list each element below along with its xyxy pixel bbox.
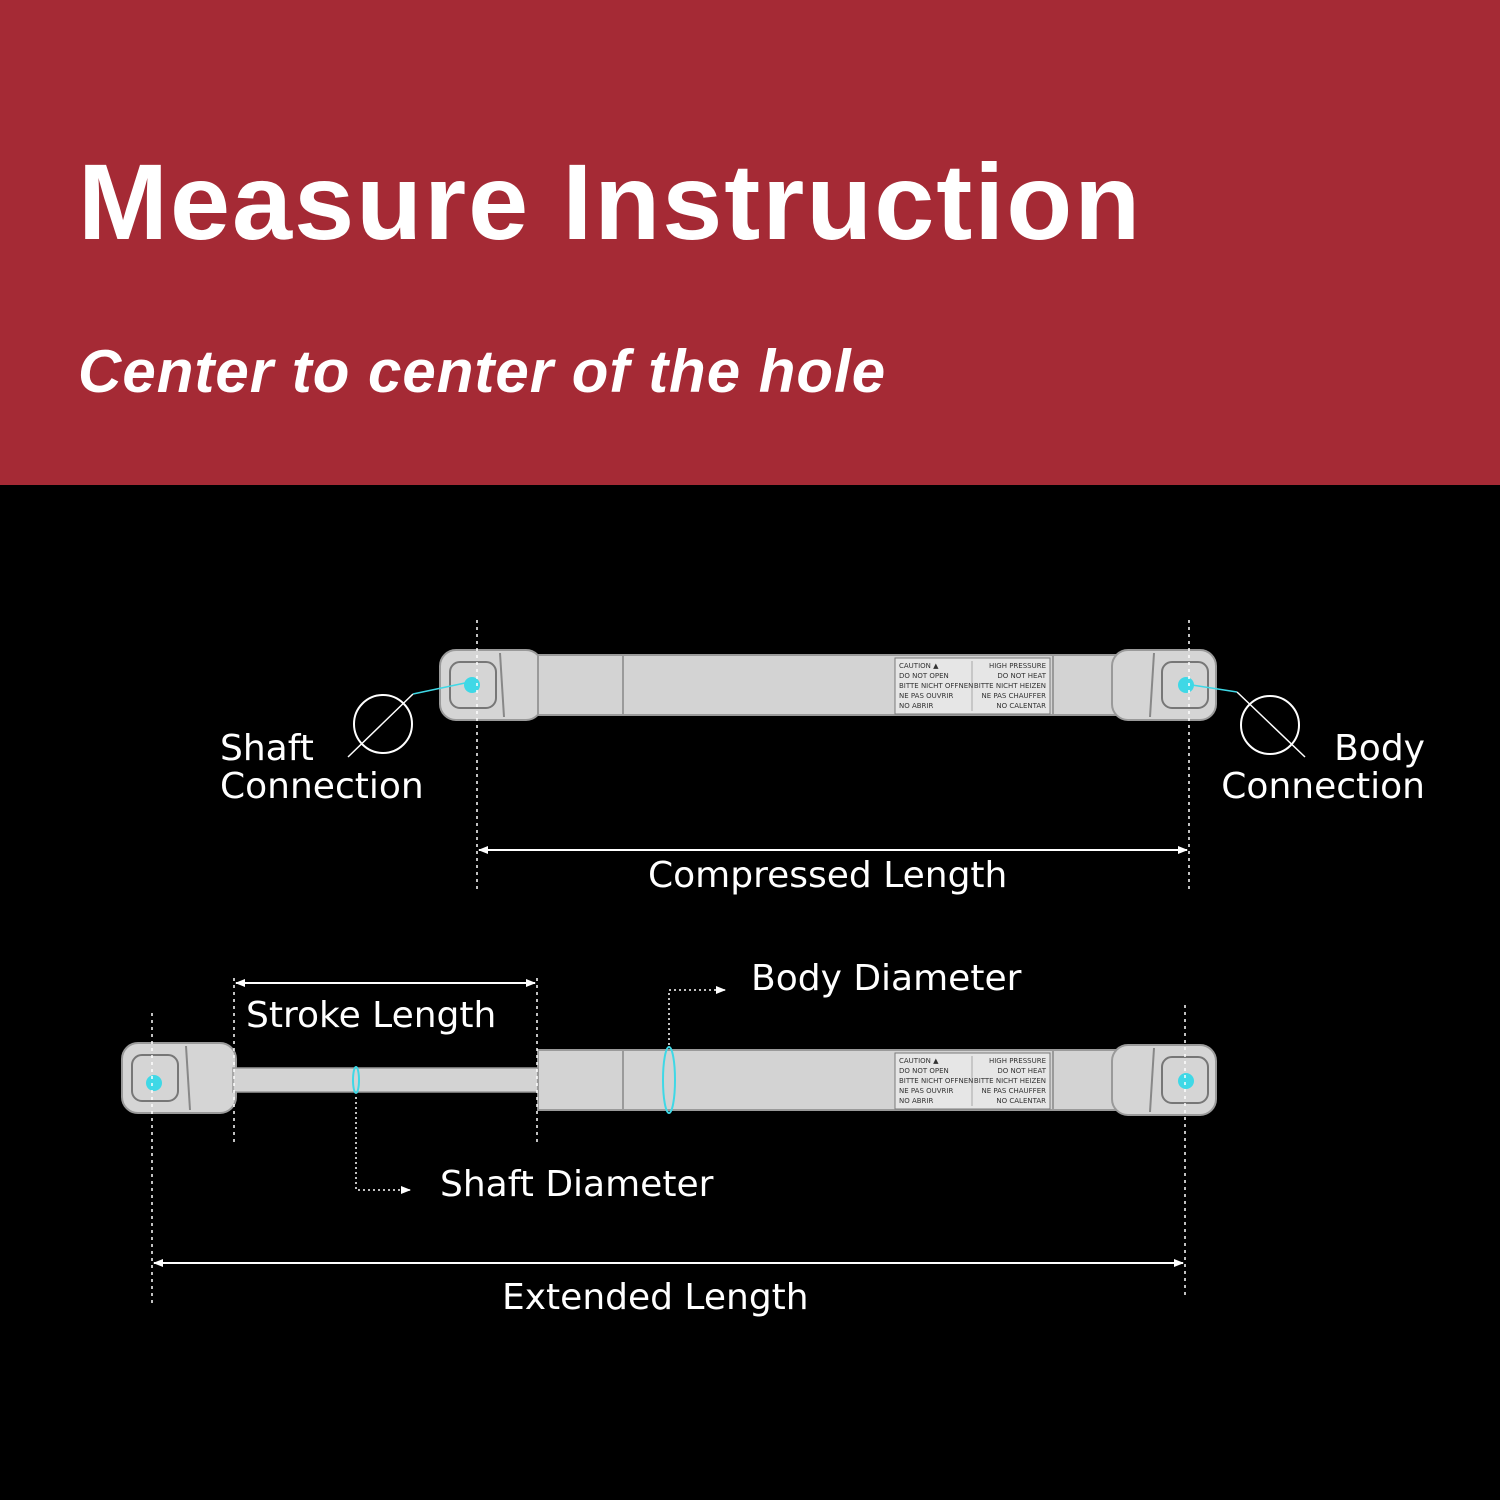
gas-strut-diagram: CAUTION ▲ DO NOT OPEN BITTE NICHT OFFNEN… bbox=[121, 620, 1306, 1305]
caution-label: CAUTION ▲ DO NOT OPEN BITTE NICHT OFFNEN… bbox=[894, 1052, 1051, 1110]
caution-text: DO NOT HEAT bbox=[997, 672, 1046, 680]
compressed-strut: CAUTION ▲ DO NOT OPEN BITTE NICHT OFFNEN… bbox=[439, 649, 1217, 721]
shaft-hole-center bbox=[146, 1075, 162, 1091]
caution-text: NE PAS CHAUFFER bbox=[981, 1087, 1046, 1095]
shaft-diameter-marker bbox=[352, 1066, 360, 1094]
caution-text: BITTE NICHT HEIZEN bbox=[974, 1077, 1046, 1085]
stroke-length-label: Stroke Length bbox=[246, 995, 497, 1036]
shaft-connection-label-line2: Connection bbox=[220, 765, 424, 807]
caution-text: NE PAS CHAUFFER bbox=[981, 692, 1046, 700]
caution-text: DO NOT OPEN bbox=[899, 1067, 949, 1075]
body-connection-label: Body Connection bbox=[1200, 730, 1425, 806]
shaft-diameter-leader bbox=[355, 1097, 411, 1194]
caution-text: NO ABRIR bbox=[899, 1097, 933, 1105]
caution-text: NE PAS OUVRIR bbox=[899, 692, 953, 700]
body-hole-center bbox=[1178, 1073, 1194, 1089]
caution-text: CAUTION ▲ bbox=[899, 662, 939, 670]
body-connection-callout bbox=[1191, 684, 1306, 758]
body-end-fitting bbox=[1111, 1044, 1217, 1116]
caution-label: CAUTION ▲ DO NOT OPEN BITTE NICHT OFFNEN… bbox=[894, 657, 1051, 715]
shaft-connection-label-line1: Shaft bbox=[220, 728, 314, 769]
caution-text: DO NOT HEAT bbox=[997, 1067, 1046, 1075]
shaft-diameter-label: Shaft Diameter bbox=[440, 1164, 714, 1205]
shaft-hole-center bbox=[464, 677, 480, 693]
diagram-area: CAUTION ▲ DO NOT OPEN BITTE NICHT OFFNEN… bbox=[0, 485, 1500, 1500]
body-end-fitting bbox=[1111, 649, 1217, 721]
body-diameter-marker bbox=[662, 1046, 676, 1114]
shaft-connection-callout bbox=[347, 682, 466, 758]
caution-text: NO ABRIR bbox=[899, 702, 933, 710]
caution-text: BITTE NICHT OFFNEN bbox=[899, 682, 973, 690]
caution-text: HIGH PRESSURE bbox=[989, 662, 1046, 670]
body-diameter-leader bbox=[668, 986, 726, 1045]
page-subtitle: Center to center of the hole bbox=[78, 338, 887, 405]
caution-text: DO NOT OPEN bbox=[899, 672, 949, 680]
caution-text: NO CALENTAR bbox=[996, 1097, 1046, 1105]
caution-text: NE PAS OUVRIR bbox=[899, 1087, 953, 1095]
extended-length-label: Extended Length bbox=[502, 1277, 809, 1318]
body-diameter-label: Body Diameter bbox=[751, 958, 1022, 999]
header-banner: Measure Instruction Center to center of … bbox=[0, 0, 1500, 485]
extended-length-dimension bbox=[151, 1005, 1186, 1305]
body-connection-label-line1: Body bbox=[1334, 728, 1425, 769]
caution-text: BITTE NICHT OFFNEN bbox=[899, 1077, 973, 1085]
caution-text: HIGH PRESSURE bbox=[989, 1057, 1046, 1065]
shaft-connection-label: Shaft Connection bbox=[220, 730, 424, 806]
compressed-length-label: Compressed Length bbox=[648, 855, 1008, 896]
caution-text: CAUTION ▲ bbox=[899, 1057, 939, 1065]
caution-text: BITTE NICHT HEIZEN bbox=[974, 682, 1046, 690]
extended-strut: CAUTION ▲ DO NOT OPEN BITTE NICHT OFFNEN… bbox=[121, 1042, 1217, 1116]
caution-text: NO CALENTAR bbox=[996, 702, 1046, 710]
page-title: Measure Instruction bbox=[78, 141, 1143, 262]
piston-shaft bbox=[232, 1067, 539, 1093]
shaft-end-fitting bbox=[121, 1042, 237, 1114]
body-connection-label-line2: Connection bbox=[1221, 765, 1425, 807]
stroke-length-dimension bbox=[233, 978, 538, 1143]
compressed-length-dimension bbox=[476, 620, 1190, 890]
body-hole-center bbox=[1178, 677, 1194, 693]
